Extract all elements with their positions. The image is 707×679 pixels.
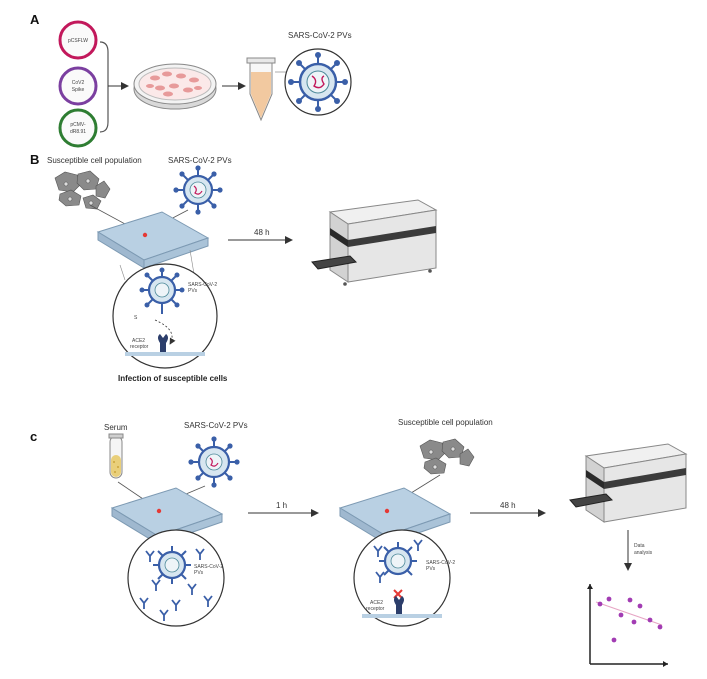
plasmid-2-label-line1: CoV2 [72, 80, 85, 86]
plate-reader-icon [569, 443, 688, 523]
panel-a-letter: A [30, 12, 40, 27]
ace2-receptor-icon [362, 596, 442, 618]
panel-c-pv-label: SARS-CoV-2 PVs [184, 421, 248, 430]
panel-c-ace2-label-2: receptor [366, 606, 385, 612]
plasmid-bracket [99, 41, 109, 133]
plasmid-2-label-line2: Spike [72, 87, 85, 93]
panel-b-caption: Infection of susceptible cells [118, 374, 228, 383]
panel-c-cells-label: Susceptible cell population [398, 418, 493, 427]
antibody-icons [373, 539, 423, 583]
panel-c-time2-label: 48 h [500, 501, 516, 510]
culture-dish [133, 63, 217, 110]
panel-b-ace2-label: ACE2 [132, 338, 145, 344]
virus-icon [139, 267, 185, 314]
virus-icon [153, 546, 191, 584]
virus-icon [173, 165, 223, 215]
plate-reader-icon [311, 199, 438, 286]
cell-cluster-icon [419, 438, 475, 475]
ace2-receptor-icon [125, 334, 205, 356]
panel-b-zoom-pv-label: SARS-CoV-2 [188, 282, 217, 288]
virus-icon [288, 52, 348, 112]
plasmid-3-label-line2: dR8.91 [70, 129, 86, 135]
antibody-icons [139, 548, 213, 621]
cell-cluster-icon [54, 170, 111, 210]
panel-c-zoom1-pv-label-2: PVs [194, 570, 204, 576]
serum-tube-icon [108, 433, 124, 479]
plasmid-2: CoV2 Spike [58, 66, 98, 106]
plasmid-3-label-line1: pCMV- [70, 122, 86, 128]
well-plate-icon [96, 211, 210, 269]
plate-zoom-line-left [119, 264, 126, 281]
collection-tube [246, 57, 276, 122]
panel-b-cells-label: Susceptible cell population [47, 156, 142, 165]
panel-c-zoom2-pv-label-2: PVs [426, 566, 436, 572]
panel-c-serum-label: Serum [104, 423, 128, 432]
panel-c-zoom1-pv-label: SARS-CoV-2 [194, 564, 223, 570]
well-plate-icon [110, 487, 224, 545]
virus-icon [188, 436, 240, 488]
dish-cells [146, 71, 202, 97]
panel-c-ace2-label: ACE2 [370, 600, 383, 606]
panel-b-zoom-pv-label-2: PVs [188, 288, 198, 294]
scatter-plot-icon [587, 584, 668, 667]
plasmid-1-label: pCSFLW [68, 38, 88, 44]
plasmid-1: pCSFLW [58, 20, 98, 60]
panel-b-zoom-circle [112, 263, 218, 369]
panel-c-analysis-label-2: analysis [634, 550, 653, 556]
plasmid-3: pCMV- dR8.91 [58, 108, 98, 148]
panel-a-pv-label: SARS-CoV-2 PVs [288, 31, 352, 40]
panel-b-time-label: 48 h [254, 228, 270, 237]
panel-c-analysis-label: Data [634, 543, 645, 549]
panel-c-letter: c [30, 429, 37, 444]
virus-icon [379, 542, 417, 576]
panel-b-pv-label: SARS-CoV-2 PVs [168, 156, 232, 165]
panel-c-zoom2-pv-label: SARS-CoV-2 [426, 560, 455, 566]
panel-b-s-label: S [134, 315, 138, 321]
panel-c-time1-label: 1 h [276, 501, 287, 510]
panel-b-ace2-label-2: receptor [130, 344, 149, 350]
panel-b-letter: B [30, 152, 39, 167]
